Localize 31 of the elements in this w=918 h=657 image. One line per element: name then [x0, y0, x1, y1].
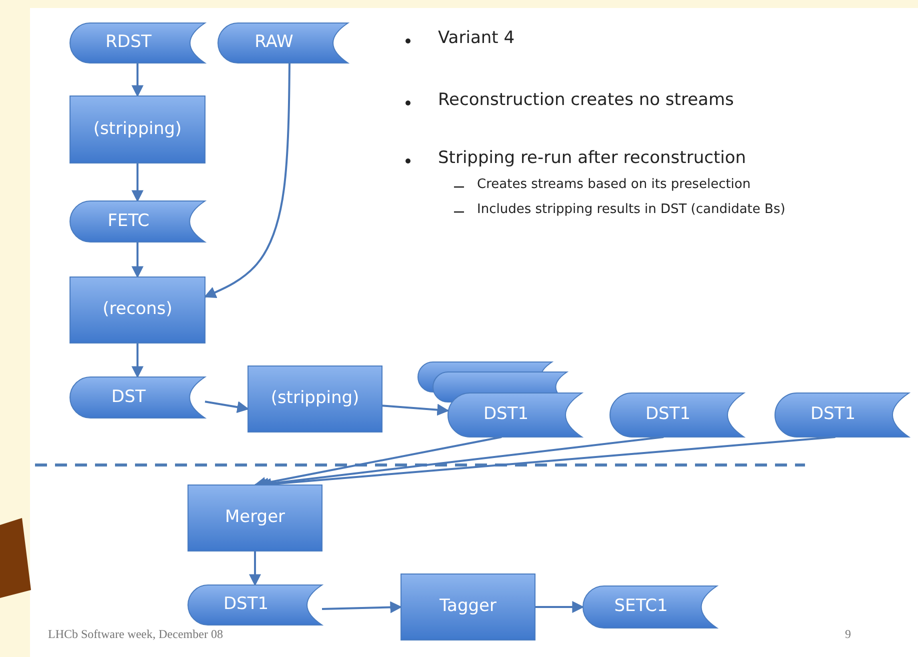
arrow	[132, 343, 144, 378]
node-label: SETC1	[614, 596, 668, 618]
bullet-text: Variant 4	[438, 28, 515, 48]
bullet-text: Stripping re-run after reconstruction	[438, 148, 746, 168]
node-label: DST	[111, 386, 146, 408]
node-label: RAW	[254, 32, 294, 54]
arrow	[132, 242, 144, 278]
node-label: (recons)	[102, 299, 172, 321]
node-label: DST1	[645, 404, 691, 426]
arrow	[132, 163, 144, 202]
arrow	[382, 404, 450, 416]
node-label: DST1	[810, 404, 856, 426]
arrow	[204, 62, 290, 298]
node-label: Tagger	[439, 596, 497, 618]
node-label: DST1	[483, 404, 529, 426]
arrow	[535, 601, 584, 613]
arrow	[204, 400, 250, 413]
sub-bullet-text: Creates streams based on its preselection	[477, 176, 751, 192]
node-label: (stripping)	[93, 118, 182, 140]
arrow	[249, 551, 261, 586]
footer-text: 9	[845, 626, 851, 642]
node-label: RDST	[105, 32, 152, 54]
node-label: (stripping)	[270, 388, 360, 410]
node-label: FETC	[108, 210, 150, 232]
sub-bullet-text: Includes stripping results in DST (candidate Bs)	[477, 202, 786, 217]
node-label: DST1	[223, 594, 269, 616]
arrow	[132, 63, 144, 98]
bullet-text: Reconstruction creates no streams	[438, 90, 734, 110]
arrow	[322, 601, 402, 614]
node-label: Merger	[224, 507, 286, 529]
footer-text: LHCb Software week, December 08	[48, 626, 223, 642]
